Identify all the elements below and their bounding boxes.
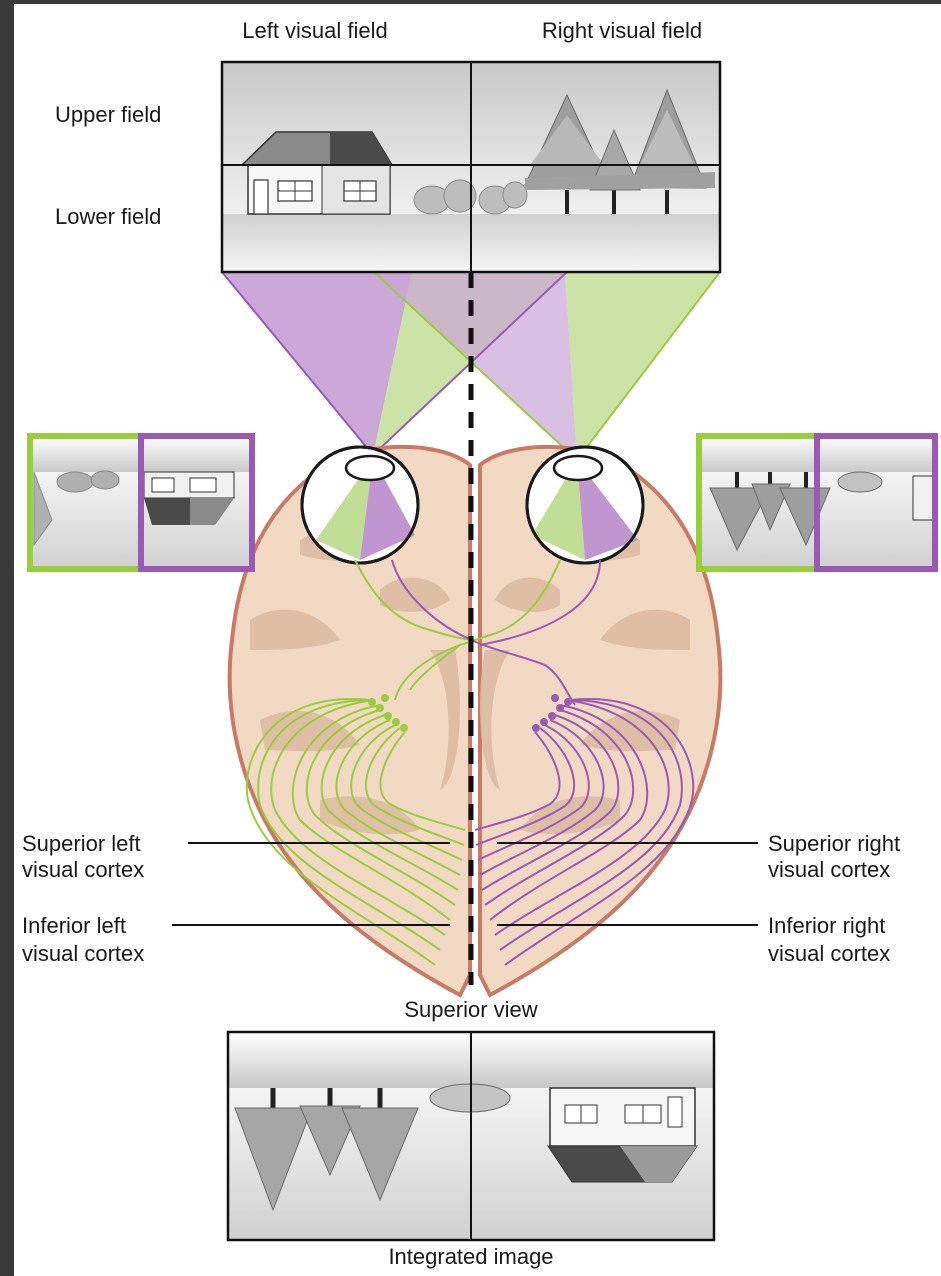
superior-view-label: Superior view [404,997,537,1022]
inferior-left-cortex-label-line2: visual cortex [22,941,144,966]
left-retina-image [30,436,252,569]
integrated-image-label: Integrated image [388,1244,553,1269]
visual-field-panel [222,62,720,272]
superior-right-cortex-label: Superior right [768,831,900,856]
right-visual-field-label: Right visual field [542,18,702,43]
superior-left-cortex-label: Superior left [22,831,141,856]
integrated-image-panel [228,1032,714,1240]
left-visual-field-label: Left visual field [242,18,388,43]
inferior-right-cortex-label-line2: visual cortex [768,941,890,966]
lower-field-label: Lower field [55,204,161,229]
superior-right-cortex-label-line2: visual cortex [768,857,890,882]
inferior-right-cortex-label: Inferior right [768,913,885,938]
upper-field-label: Upper field [55,102,161,127]
house-upright [242,132,392,214]
right-retina-image [699,436,935,569]
inferior-left-cortex-label: Inferior left [22,913,126,938]
superior-left-cortex-label-line2: visual cortex [22,857,144,882]
right-eye [527,447,643,563]
left-eye [302,447,418,563]
